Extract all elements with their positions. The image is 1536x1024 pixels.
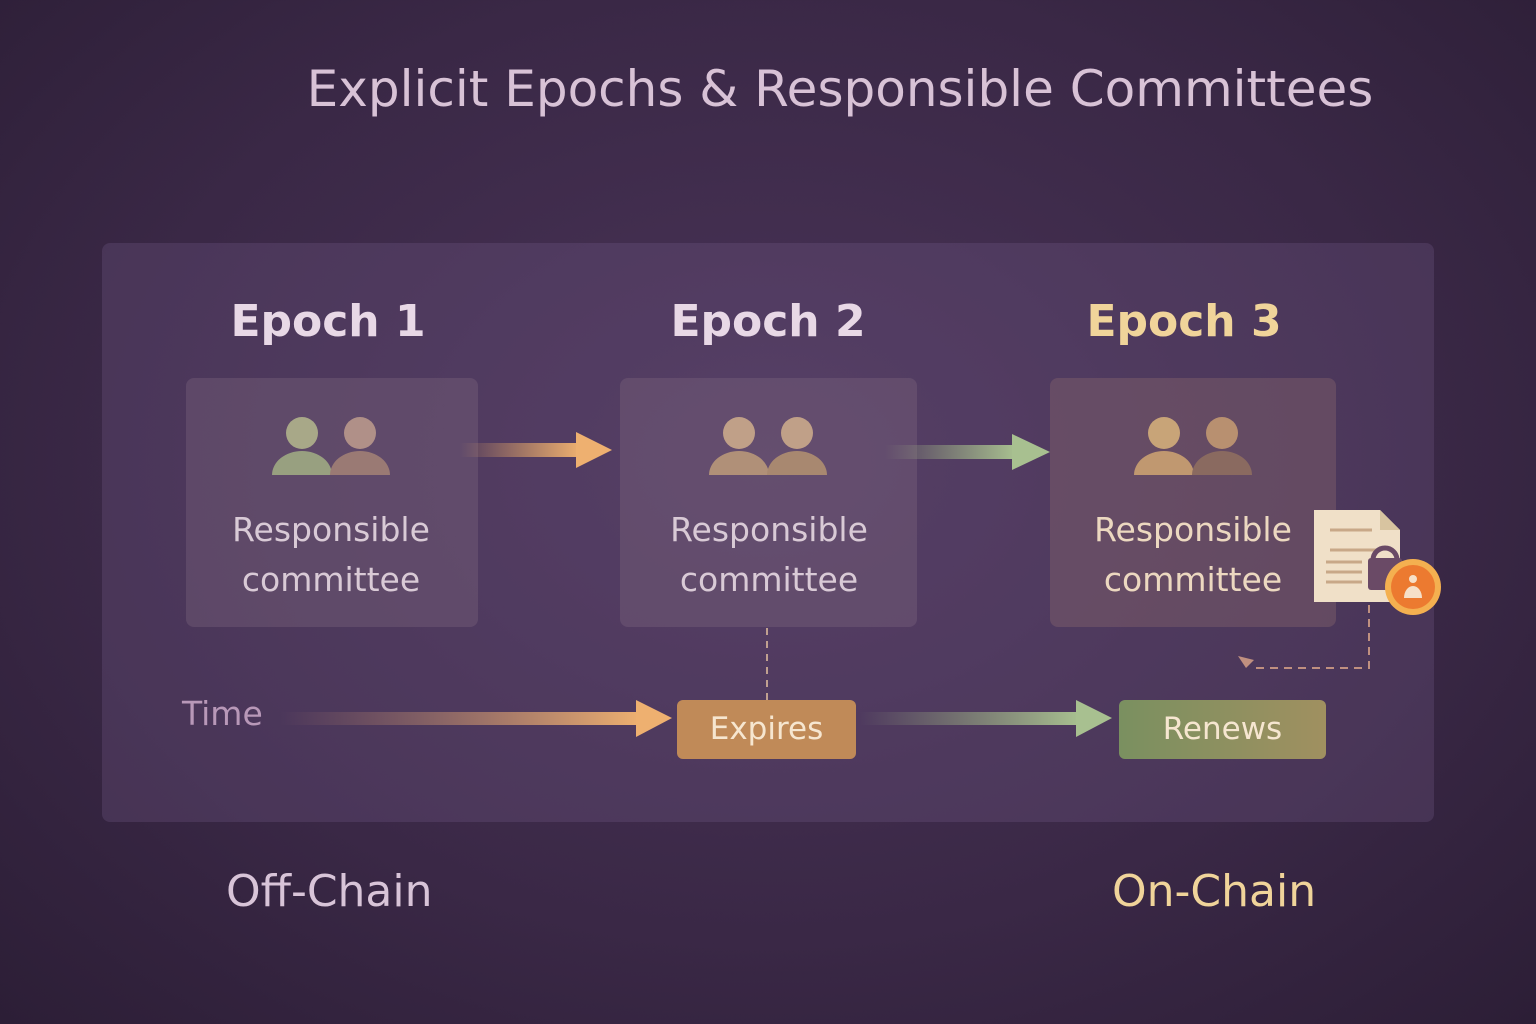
epoch-1-box xyxy=(186,378,478,627)
epoch-3-committee: Responsible committee xyxy=(1043,505,1343,605)
locked-document-icon xyxy=(1314,510,1441,615)
on-chain-label: On-Chain xyxy=(1112,866,1317,917)
epoch-3-label: Epoch 3 xyxy=(1086,296,1282,347)
renewal-dashed-arrow xyxy=(1238,605,1370,669)
committee-line: Responsible xyxy=(232,510,430,549)
epoch-1-committee: Responsible committee xyxy=(181,505,481,605)
committee-line: committee xyxy=(241,560,421,599)
epoch-3-box xyxy=(1050,378,1336,627)
users-icon xyxy=(272,417,390,475)
arrow-epoch1-to-2 xyxy=(460,432,612,468)
time-label: Time xyxy=(182,694,263,733)
arrow-epoch2-to-3 xyxy=(885,434,1050,470)
epoch-2-committee: Responsible committee xyxy=(619,505,919,605)
epoch-2-label: Epoch 2 xyxy=(670,296,866,347)
epoch-1-label: Epoch 1 xyxy=(230,296,426,347)
users-icon xyxy=(1134,417,1252,475)
expires-to-renews-arrow xyxy=(860,700,1112,737)
committee-line: Responsible xyxy=(670,510,868,549)
off-chain-label: Off-Chain xyxy=(226,866,433,917)
epoch-2-box xyxy=(620,378,917,627)
renews-badge: Renews xyxy=(1119,700,1326,759)
users-icon xyxy=(709,417,827,475)
time-arrow xyxy=(280,700,672,737)
page-title: Explicit Epochs & Responsible Committees xyxy=(306,60,1374,118)
committee-line: committee xyxy=(1103,560,1283,599)
committee-line: committee xyxy=(679,560,859,599)
expires-badge: Expires xyxy=(677,700,856,759)
committee-line: Responsible xyxy=(1094,510,1292,549)
